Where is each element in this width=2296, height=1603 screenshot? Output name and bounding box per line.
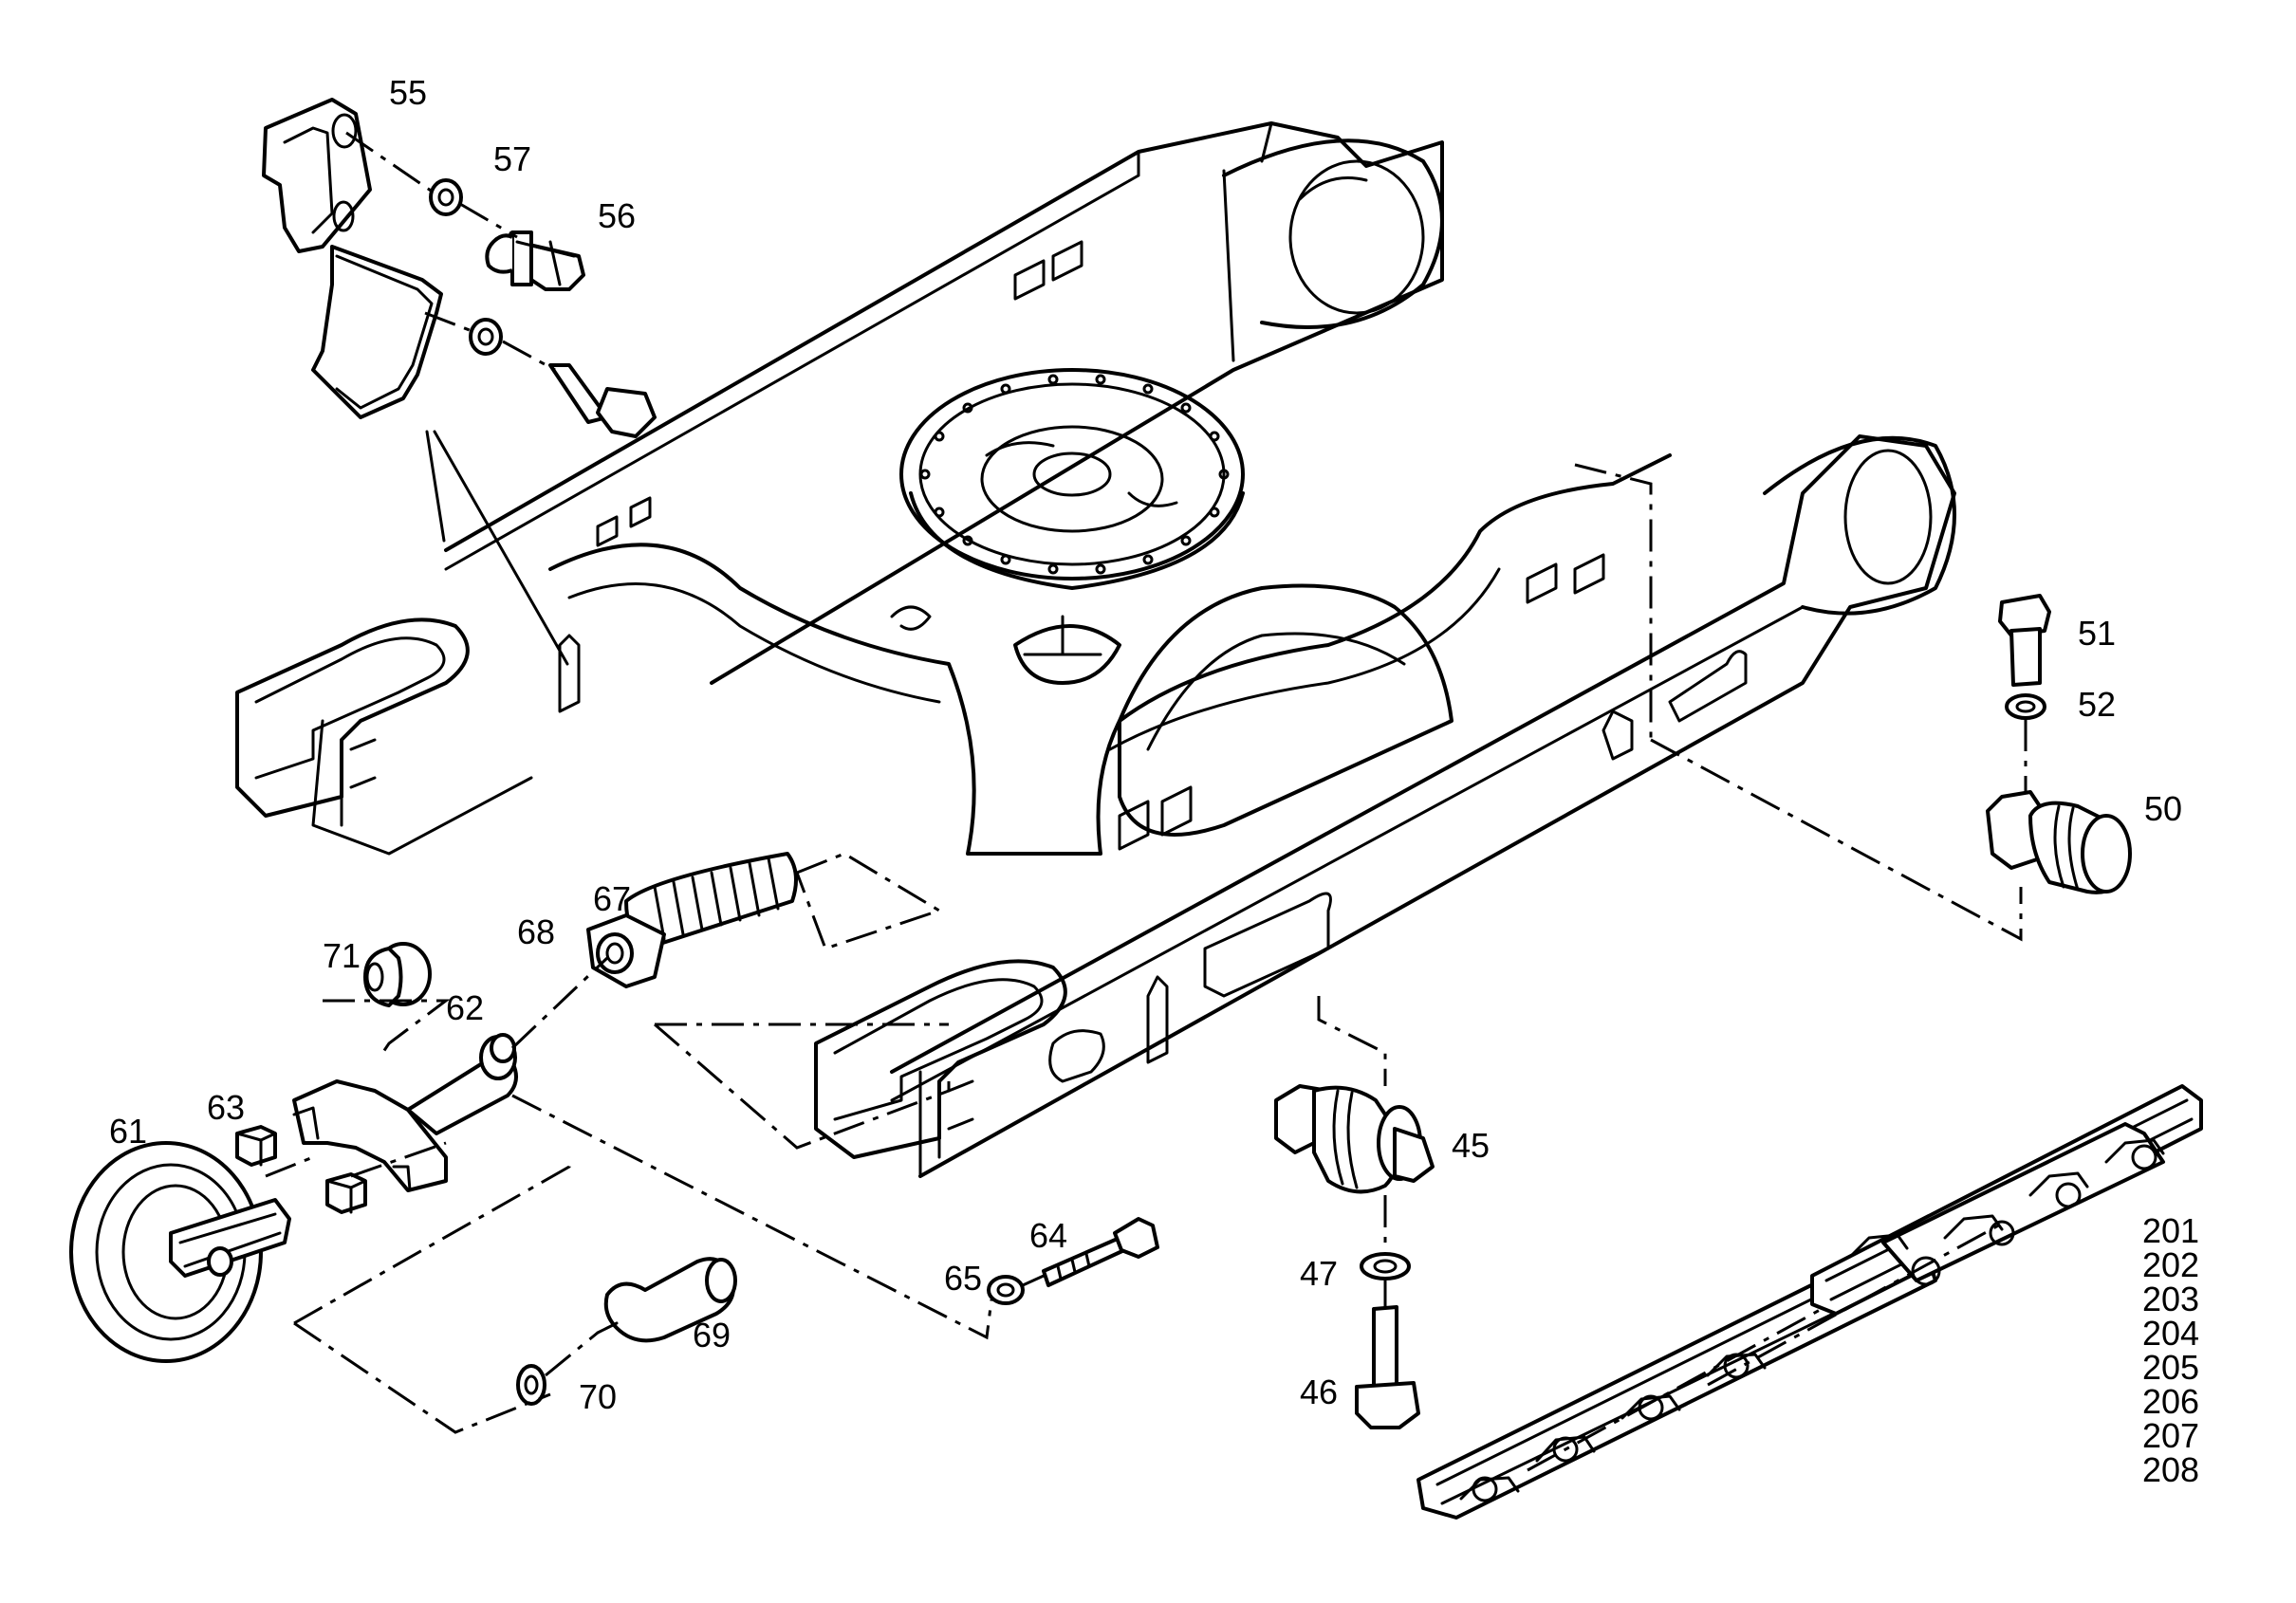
callout-204: 204	[2142, 1314, 2199, 1353]
bolt-56	[485, 230, 585, 291]
callout-51: 51	[2078, 614, 2116, 653]
roller-45	[1274, 1084, 1435, 1194]
gasket-plate	[311, 245, 443, 419]
track-chain	[1416, 1084, 2203, 1520]
bolt-51	[1998, 594, 2051, 687]
plate-55	[262, 98, 372, 253]
callout-202: 202	[2142, 1245, 2199, 1284]
plate-68	[586, 913, 666, 988]
callout-46: 46	[1300, 1373, 1338, 1411]
callout-63: 63	[207, 1088, 245, 1127]
callout-206: 206	[2142, 1382, 2199, 1421]
callout-62: 62	[446, 988, 484, 1027]
callout-70: 70	[579, 1377, 617, 1416]
idler-61	[69, 1141, 291, 1363]
callout-56: 56	[598, 196, 636, 235]
callout-69: 69	[693, 1316, 731, 1354]
washer-70	[516, 1364, 546, 1406]
callout-203: 203	[2142, 1280, 2199, 1318]
callout-207: 207	[2142, 1416, 2199, 1455]
callout-67: 67	[593, 879, 631, 918]
track-chain-parts-list: 201 202 203 204 205 206 207 208	[2142, 1211, 2199, 1489]
undercarriage-frame	[235, 121, 1956, 1178]
bolt-56b	[548, 363, 657, 438]
callout-61: 61	[109, 1112, 147, 1151]
washer-57b	[469, 318, 503, 356]
washer-65	[987, 1275, 1025, 1305]
block-63	[235, 1125, 277, 1167]
bolt-64	[1042, 1217, 1159, 1287]
callout-208: 208	[2142, 1450, 2199, 1489]
callout-205: 205	[2142, 1348, 2199, 1387]
cap-71	[363, 942, 432, 1007]
callout-50: 50	[2144, 789, 2182, 828]
block-63b	[325, 1172, 367, 1214]
bolt-46	[1355, 1305, 1420, 1429]
washer-47	[1360, 1252, 1411, 1281]
callout-65: 65	[944, 1259, 982, 1298]
callout-64: 64	[1029, 1216, 1067, 1255]
callout-71: 71	[323, 936, 361, 975]
callout-55: 55	[389, 73, 427, 112]
callout-47: 47	[1300, 1254, 1338, 1293]
grease-fitting-69	[596, 1257, 737, 1343]
callout-201: 201	[2142, 1211, 2199, 1250]
roller-50	[1986, 790, 2132, 894]
callout-52: 52	[2078, 685, 2116, 724]
yoke-62	[292, 1033, 518, 1192]
washer-52	[2005, 693, 2046, 720]
callout-45: 45	[1452, 1126, 1490, 1165]
callout-57: 57	[493, 139, 531, 178]
washer-57	[429, 178, 463, 216]
callout-68: 68	[517, 912, 555, 951]
